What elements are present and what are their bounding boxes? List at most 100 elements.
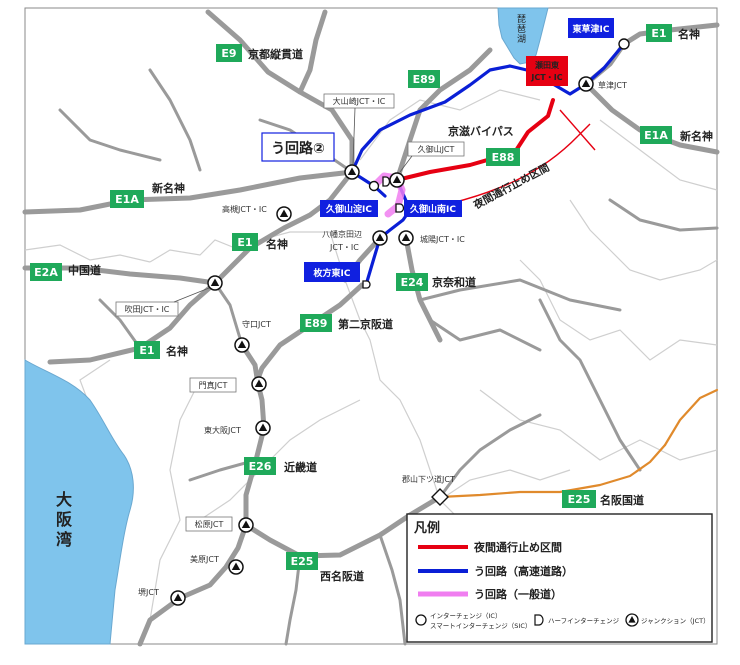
- blue-labels: 東草津IC 久御山淀IC 久御山南IC 枚方東IC: [304, 18, 614, 282]
- jct-labels: 草津JCT 高槻JCT・IC 八幡京田辺 JCT・IC 城陽JCT・IC 守口J…: [138, 80, 627, 597]
- svg-text:E89: E89: [413, 73, 436, 86]
- svg-text:東草津IC: 東草津IC: [573, 23, 610, 35]
- legend-title: 凡例: [414, 520, 440, 536]
- shield-e1-s: E1: [134, 341, 160, 359]
- shield-e2a: E2A: [30, 263, 62, 281]
- svg-text:久御山南IC: 久御山南IC: [410, 203, 456, 215]
- koriyama-jct-diamond: [431, 488, 449, 506]
- jct-label: 堺JCT: [138, 587, 159, 597]
- shield-e89-n: E89: [408, 70, 440, 88]
- svg-text:E2A: E2A: [34, 266, 58, 279]
- jct-label: 草津JCT: [598, 80, 627, 90]
- osaka-bay: [24, 359, 134, 645]
- svg-text:E1: E1: [139, 344, 154, 357]
- shield-e88: E88: [486, 148, 520, 166]
- jct-icon: [398, 230, 414, 246]
- jct-icon: [389, 172, 405, 188]
- jct-label: 東大阪JCT: [204, 425, 241, 435]
- jct-icon: [207, 275, 223, 291]
- boxed-label-suita: 吹田JCT・IC: [115, 287, 210, 317]
- svg-text:E26: E26: [249, 460, 272, 473]
- legend: 凡例 夜間通行止め区間 う回路（高速道路） う回路（一般道） インターチェンジ（…: [406, 513, 713, 643]
- ic-icon: [415, 614, 427, 626]
- jct-icon: [344, 164, 360, 180]
- meihan-national-road: [438, 388, 719, 499]
- svg-text:E24: E24: [401, 276, 424, 289]
- road-name: 西名阪道: [320, 569, 364, 583]
- half-ic-icon: [362, 280, 371, 289]
- jct-icon: [578, 76, 594, 92]
- jct-icon: [234, 337, 250, 353]
- shield-e9: E9: [216, 44, 242, 62]
- jct-icon: [251, 376, 267, 392]
- svg-text:E9: E9: [221, 47, 236, 60]
- blue-label-hirakata-higashi-ic: 枚方東IC: [304, 262, 360, 282]
- boxed-label-kadoma: 門真JCT: [189, 377, 237, 393]
- jct-icon: [228, 559, 244, 575]
- jct-icon: [625, 613, 639, 627]
- svg-text:E25: E25: [291, 555, 314, 568]
- shield-e24: E24: [396, 273, 428, 291]
- detour-title-box: う回路②: [261, 132, 335, 162]
- shield-e26: E26: [244, 457, 276, 475]
- ic-icon: [368, 180, 380, 192]
- legend-ic-1: インターチェンジ（IC）: [430, 611, 501, 620]
- svg-text:松原JCT: 松原JCT: [195, 519, 224, 529]
- jct-label: 八幡京田辺: [322, 229, 362, 239]
- blue-label-kumiyama-yodo-ic: 久御山淀IC: [320, 200, 378, 217]
- ic-icon: [618, 38, 630, 50]
- jct-label: 美原JCT: [190, 554, 219, 564]
- road-name: 新名神: [152, 181, 185, 195]
- boxed-label-matsubara: 松原JCT: [185, 516, 233, 532]
- red-label-seta-higashi: 瀬田東 JCT・IC: [526, 56, 568, 86]
- road-name: 名神: [166, 344, 188, 358]
- jct-icon: [238, 517, 254, 533]
- jct-label: 守口JCT: [242, 319, 271, 329]
- jct-icon: [372, 230, 388, 246]
- ic-markers: [362, 38, 630, 506]
- jct-label: JCT・IC: [329, 243, 359, 252]
- half-ic-icon: [395, 203, 405, 213]
- shield-e1a-e: E1A: [640, 126, 672, 144]
- svg-text:久御山JCT: 久御山JCT: [418, 144, 455, 154]
- svg-text:大山崎JCT・IC: 大山崎JCT・IC: [333, 96, 386, 106]
- jct-icon: [276, 206, 292, 222]
- legend-detour-expressway: う回路（高速道路）: [474, 564, 573, 578]
- jct-label: 郡山下ツ道JCT: [402, 474, 455, 484]
- lake-biwa-label: 琵琶湖: [515, 14, 526, 44]
- svg-text:E1A: E1A: [115, 193, 139, 206]
- route-shields: E1 E9 E89 E1A E88 E1A E1 E2A E24 E89 E1 …: [30, 24, 672, 570]
- road-name: 第二京阪道: [338, 317, 393, 331]
- legend-closure: 夜間通行止め区間: [473, 540, 562, 554]
- legend-ic-2: スマートインターチェンジ（SIC）: [430, 621, 531, 630]
- road-name: 京奈和道: [432, 275, 476, 289]
- jct-icon: [255, 420, 271, 436]
- jct-icon: [170, 590, 186, 606]
- road-names: 名神 京都縦貫道 新名神 京滋バイパス 新名神 名神 中国道 京奈和道 第二京阪…: [68, 27, 713, 583]
- boxed-labels: 大山崎JCT・IC 久御山JCT 吹田JCT・IC 門真JCT 松原JCT: [115, 93, 465, 532]
- shield-e1-c: E1: [232, 233, 258, 251]
- osaka-bay-label-2: 阪: [56, 510, 73, 529]
- boxed-label-kumiyama-jct: 久御山JCT: [399, 141, 465, 173]
- legend-jct: ジャンクション（JCT）: [641, 617, 710, 625]
- road-name: 新名神: [680, 129, 713, 143]
- svg-text:E25: E25: [568, 493, 591, 506]
- road-name: 名阪国道: [600, 493, 644, 507]
- svg-text:E1A: E1A: [644, 129, 668, 142]
- jct-markers: [170, 76, 594, 606]
- lake-biwa: [497, 7, 549, 65]
- blue-label-tokai-ic: 東草津IC: [568, 18, 614, 38]
- svg-text:吹田JCT・IC: 吹田JCT・IC: [125, 304, 170, 314]
- boxed-label-oyamazaki: 大山崎JCT・IC: [323, 93, 395, 165]
- road-name: 京滋バイパス: [448, 124, 514, 138]
- legend-half-ic: ハーフインターチェンジ: [548, 616, 620, 625]
- svg-text:E88: E88: [492, 151, 515, 164]
- road-name: 京都縦貫道: [248, 47, 303, 61]
- svg-text:久御山淀IC: 久御山淀IC: [326, 203, 372, 215]
- blue-label-kumiyama-minami-ic: 久御山南IC: [404, 200, 462, 217]
- shield-e89-s: E89: [300, 314, 332, 332]
- svg-text:枚方東IC: 枚方東IC: [314, 267, 351, 279]
- prefecture-boundaries: [24, 89, 718, 641]
- svg-text:瀬田東: 瀬田東: [535, 60, 559, 70]
